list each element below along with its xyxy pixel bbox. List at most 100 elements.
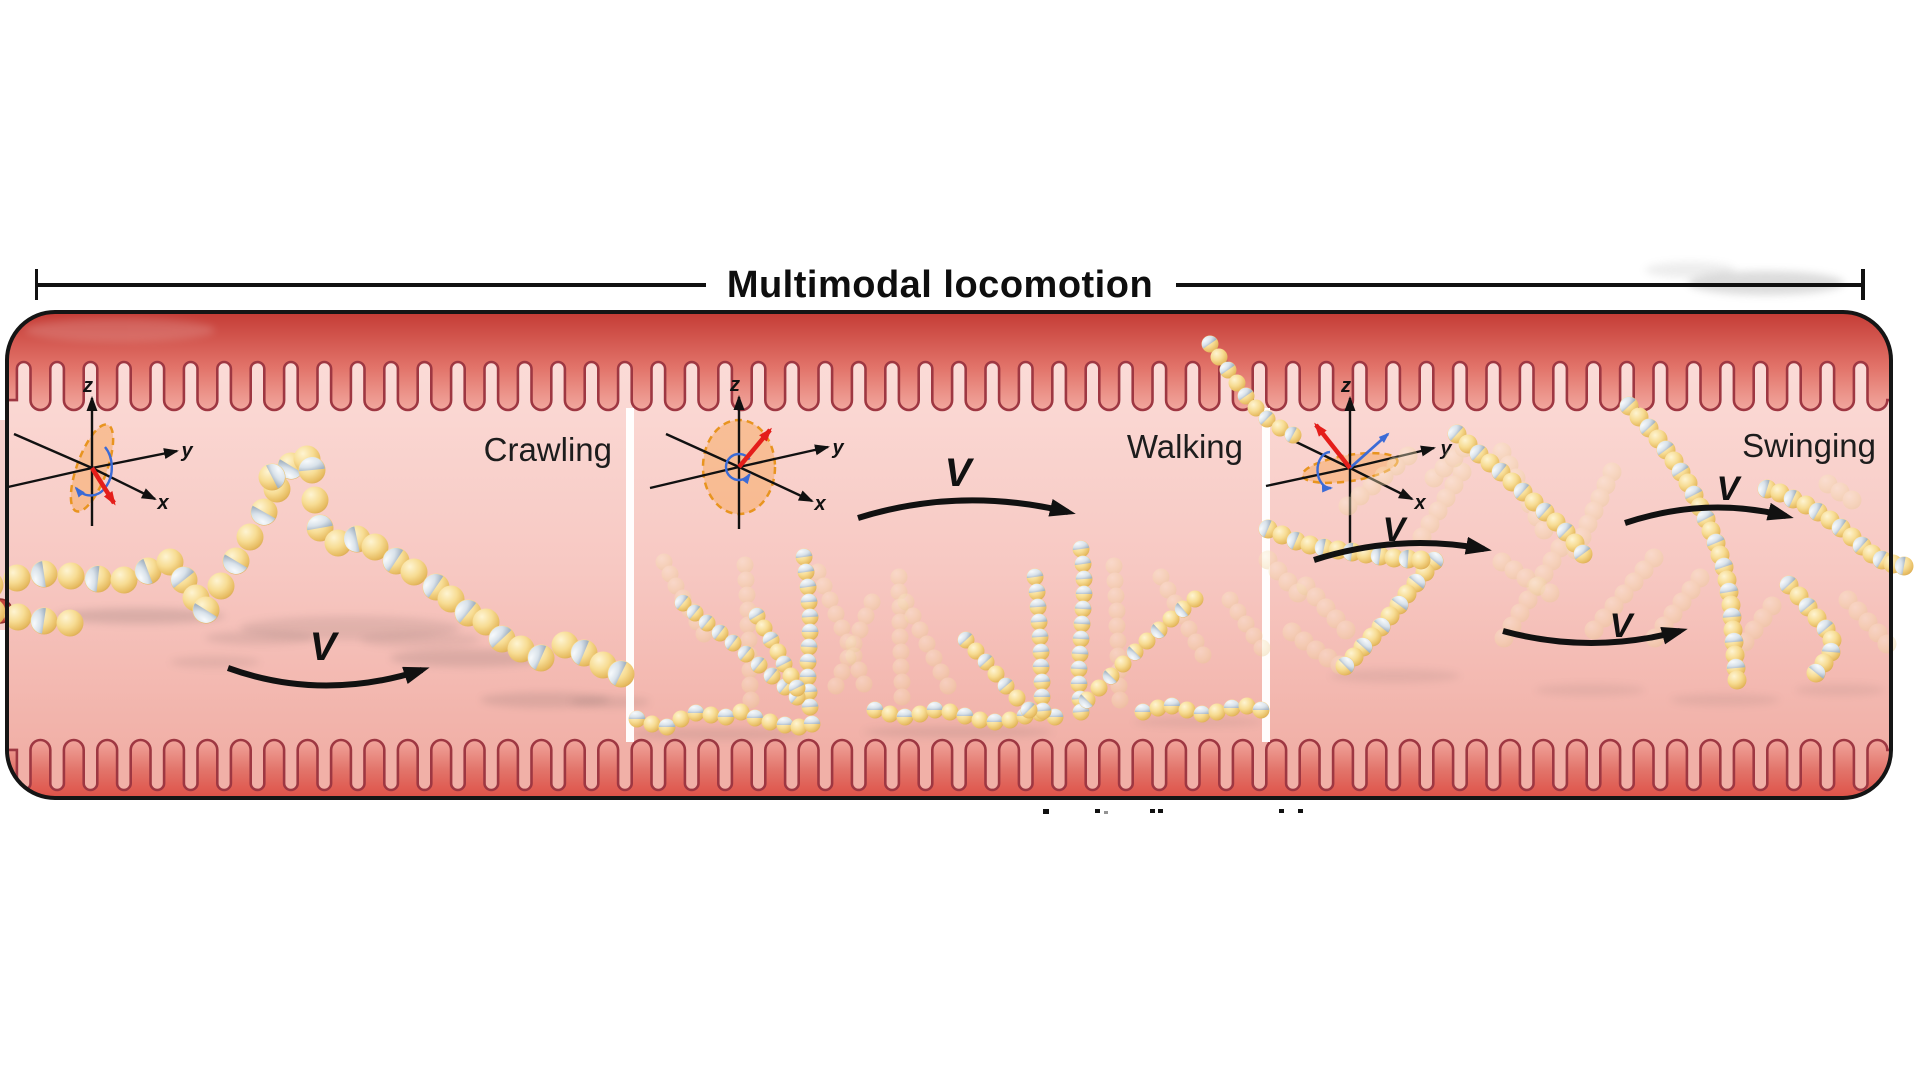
- bead-chain: [748, 607, 806, 697]
- vessel-wall-top: [7, 312, 1891, 411]
- ghost-bead-chain: [1424, 438, 1474, 488]
- cropped-caption-fragment: [1150, 809, 1155, 813]
- floor-shadow: [1670, 694, 1780, 706]
- floor-shadow: [570, 696, 650, 708]
- bead-chain: [628, 703, 821, 736]
- villi-outline-bottom: [7, 738, 1891, 792]
- velocity-label: V: [945, 451, 975, 495]
- cropped-caption-fragment: [1043, 809, 1049, 814]
- bead-chain: [1757, 479, 1914, 576]
- velocity-label: V: [1383, 511, 1409, 549]
- crawling-axes: zyx: [7, 375, 193, 526]
- figure-title: Multimodal locomotion: [726, 264, 1154, 306]
- floor-shadow: [1535, 684, 1645, 696]
- cropped-caption-fragment: [1095, 809, 1100, 813]
- axis-x: [738, 465, 814, 503]
- section-label-walking: Walking: [1126, 428, 1243, 465]
- bead-chain: [957, 631, 1038, 719]
- section-label-crawling: Crawling: [483, 431, 612, 468]
- bracket-line-left: [36, 283, 706, 287]
- velocity-arrow-swing-v-top: V: [1624, 470, 1794, 526]
- magnetization-arrow: [1314, 422, 1352, 470]
- floor-shadow: [1795, 684, 1885, 696]
- bead-chain: [0, 548, 210, 612]
- axis-label-z: z: [729, 374, 740, 396]
- axis-y: [738, 444, 830, 469]
- bead-chain: [1619, 396, 1747, 690]
- velocity-label: V: [310, 625, 340, 669]
- bead-chain: [1779, 575, 1842, 683]
- bead-chain: [1070, 540, 1093, 721]
- vessel-interior-group: [7, 312, 1891, 798]
- cropped-caption-fragment: [1298, 809, 1303, 813]
- axis-label-z: z: [1340, 375, 1351, 397]
- bracket-tick-left: [34, 269, 38, 300]
- villi-outline-top: [7, 360, 1891, 412]
- ghost-bead-chain: [1645, 568, 1710, 648]
- cropped-caption-fragment: [1158, 809, 1163, 813]
- floor-shadow: [55, 608, 225, 624]
- gray-smudge: [1645, 262, 1735, 278]
- bead-chain: [1258, 519, 1431, 570]
- axis-x: [91, 466, 157, 501]
- ghost-bead-chain: [1584, 548, 1664, 640]
- axis-line: [1265, 466, 1351, 488]
- bead-chain: [0, 601, 84, 637]
- velocity-label: V: [1610, 607, 1636, 645]
- magnetization-arrow: [90, 466, 116, 506]
- section-divider: [1262, 408, 1270, 742]
- velocity-arrow-walk-v: V: [857, 451, 1076, 521]
- axis-label-y: y: [831, 437, 844, 459]
- velocity-arrow-crawl-v: V: [226, 625, 430, 689]
- ghost-bead-chain: [1492, 552, 1560, 603]
- axis-label-x: x: [813, 493, 826, 515]
- ghost-bead-chain: [827, 593, 881, 695]
- walking-axes: z y x: [649, 374, 844, 529]
- velocity-arrow: [1313, 536, 1492, 563]
- bead-chain: [1447, 424, 1593, 564]
- rotation-arc: [1316, 450, 1333, 493]
- section-label-swinging: Swinging: [1742, 427, 1876, 464]
- field-arrow-blue: [1349, 432, 1390, 470]
- bracket-line-right: [1176, 283, 1863, 287]
- floor-shadow: [360, 632, 480, 648]
- floor-shadow: [863, 726, 1053, 738]
- cropped-caption-fragment: [1279, 809, 1284, 813]
- floor-shadow: [1330, 669, 1460, 683]
- velocity-arrow: [857, 497, 1076, 521]
- axis-line: [7, 466, 93, 489]
- axis-y: [91, 448, 179, 470]
- ghost-bead-chain: [1818, 474, 1862, 510]
- left-crop-strip: [0, 420, 6, 630]
- velocity-arrow-swing-v-bottom: V: [1502, 607, 1688, 646]
- section-divider: [626, 408, 634, 742]
- bead-chain: [1134, 697, 1270, 723]
- floor-shadow: [1133, 717, 1263, 727]
- axis-line: [1291, 438, 1351, 470]
- axis-line: [649, 465, 740, 490]
- ghost-bead-chain: [1338, 446, 1418, 516]
- bead-chain: [1026, 568, 1052, 720]
- vessel-wall-bottom: [7, 739, 1891, 798]
- axis-label-y: y: [180, 440, 193, 462]
- rotation-circle: [724, 452, 751, 485]
- magnetization-arrow: [737, 427, 772, 469]
- floor-shadow: [170, 656, 260, 668]
- axis-line: [13, 432, 93, 470]
- bead-chain: [795, 548, 819, 716]
- ghost-bead-chain: [1221, 591, 1271, 657]
- velocity-arrow: [1502, 626, 1688, 646]
- ghost-bead-chain: [1296, 576, 1356, 640]
- axis-label-x: x: [156, 492, 169, 514]
- velocity-arrow: [226, 665, 430, 689]
- ghost-bead-chain: [897, 593, 957, 695]
- ghost-bead-chain: [1105, 557, 1129, 709]
- bracket-tick-right: [1861, 269, 1865, 300]
- axis-label-x: x: [1413, 492, 1426, 514]
- bead-chain: [1078, 590, 1204, 709]
- wall-gloss-highlight: [25, 318, 215, 342]
- velocity-arrow: [1624, 502, 1794, 526]
- bead-chain: [298, 456, 635, 688]
